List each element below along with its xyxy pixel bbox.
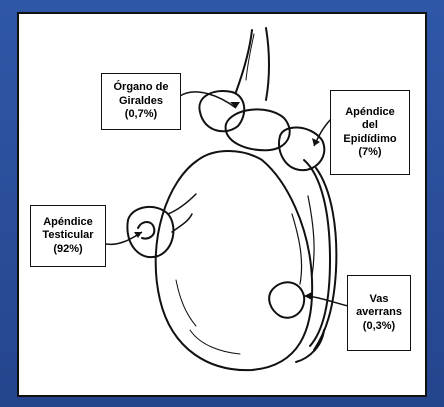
- epididymis-head: [226, 109, 290, 150]
- leader-organo: [180, 92, 236, 108]
- spermatic-cord: [236, 30, 252, 92]
- vas-aberrans: [269, 282, 304, 317]
- appendix-epididymis: [279, 127, 324, 170]
- label-vas-averrans: Vas averrans (0,3%): [347, 275, 411, 351]
- label-apendice-epididimo: Apéndice del Epidídimo (7%): [330, 90, 410, 175]
- label-organo-giraldes: Órgano de Giraldes (0,7%): [101, 73, 181, 130]
- label-apendice-testicular: Apéndice Testicular (92%): [30, 205, 106, 267]
- testis-body: [156, 151, 312, 370]
- organ-giraldes: [199, 91, 244, 131]
